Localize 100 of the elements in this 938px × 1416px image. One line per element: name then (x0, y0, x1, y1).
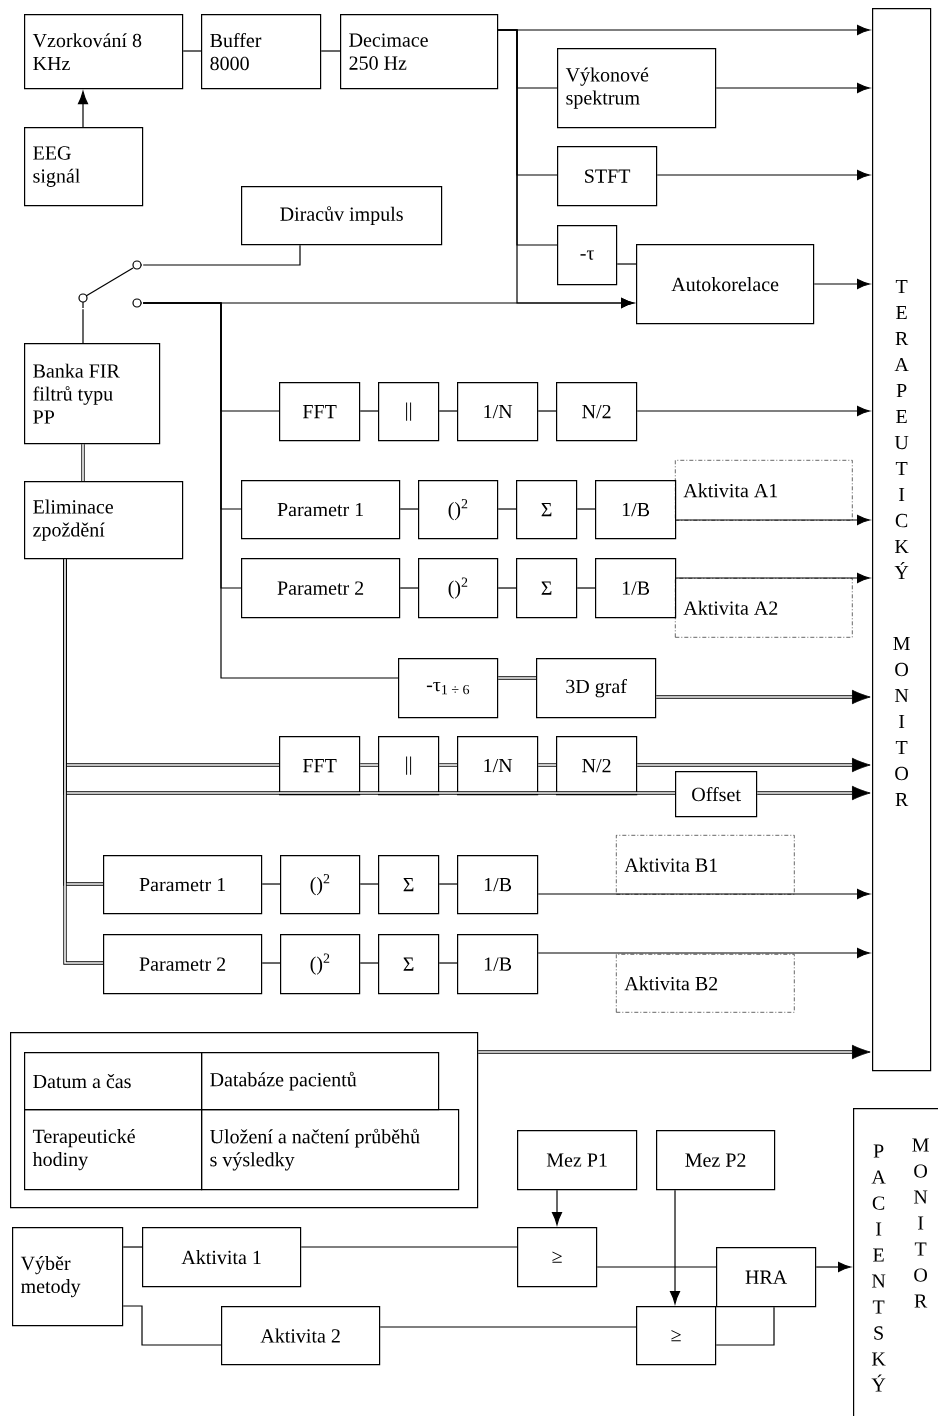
arrow (675, 514, 871, 526)
arrow (477, 1044, 871, 1060)
process-box: Výkonové spektrum (557, 48, 717, 129)
connector-line (81, 443, 85, 482)
connector-line (497, 508, 517, 510)
arrow (813, 278, 871, 290)
connector-line (537, 410, 557, 412)
arrow (715, 82, 871, 94)
process-box: Eliminace zpoždění (24, 481, 184, 560)
connector-line (497, 676, 537, 680)
process-box: 3D graf (536, 658, 657, 719)
process-box: Σ (516, 558, 578, 619)
process-box: || (378, 736, 440, 796)
process-box: Diracův impuls (241, 186, 443, 246)
connector-line (537, 763, 557, 767)
process-box: ()$^{2}$ (418, 480, 499, 540)
process-box: ()$^{2}$ (280, 934, 361, 995)
connector-line (497, 587, 517, 589)
connector-line (399, 587, 419, 589)
process-box: Banka FIR filtrů typu PP (24, 343, 161, 445)
monitor-box: PACIENTSKÝ MONITOR (853, 1108, 938, 1416)
process-box: Aktivita 1 (142, 1227, 302, 1288)
connector-line (122, 1305, 222, 1346)
connector-line (142, 302, 399, 679)
connector-line (399, 508, 419, 510)
process-box: 1/B (595, 480, 677, 540)
process-box: -τ$_{1 ÷ 6}$ (398, 658, 499, 719)
arrow (537, 888, 871, 900)
connector-line (63, 558, 104, 965)
process-box: N/2 (556, 382, 638, 442)
process-box: ()$^{2}$ (280, 855, 361, 915)
connector-line (616, 263, 637, 265)
process-box: Σ (378, 855, 440, 915)
process-box: || (378, 382, 440, 442)
process-box: Decimace 250 Hz (340, 14, 499, 90)
connector-line (438, 883, 458, 885)
arrow (655, 689, 871, 705)
process-box: Aktivita 2 (221, 1306, 381, 1366)
arrow (636, 757, 871, 773)
process-box: Parametr 1 (241, 480, 401, 540)
arrow (77, 91, 89, 128)
connector-line (596, 1266, 717, 1268)
process-box: 1/N (457, 382, 539, 442)
connector-line (82, 308, 84, 344)
process-box: Parametr 2 (241, 558, 401, 619)
connector-line (320, 50, 341, 52)
monitor-box: TERAPEUTICKÝ MONITOR (872, 8, 932, 1072)
process-box: Mez P2 (656, 1130, 776, 1191)
connector-line (261, 883, 281, 885)
process-box: 1/B (457, 934, 539, 995)
connector-line (715, 1306, 775, 1346)
connector-line (359, 763, 379, 767)
process-box: FFT (279, 382, 361, 442)
table-cell: Uložení a načtení průběhů s výsledky (201, 1109, 460, 1191)
connector-line (359, 410, 379, 412)
dashed-box: Aktivita A2 (675, 578, 853, 638)
process-box: STFT (557, 146, 658, 207)
connector-line (261, 962, 281, 964)
table-cell: Datum a čas (24, 1052, 203, 1111)
connector-line (182, 50, 202, 52)
table-cell: Databáze pacientů (201, 1052, 440, 1111)
arrow (815, 1261, 852, 1273)
process-box: 1/B (457, 855, 539, 915)
process-box: HRA (716, 1247, 817, 1308)
arrow (669, 1189, 681, 1305)
process-box: Vzorkování 8 KHz (24, 14, 184, 90)
connector-line (300, 1246, 518, 1248)
process-box: Mez P1 (517, 1130, 638, 1191)
arrow (537, 947, 871, 959)
arrow (636, 405, 871, 417)
process-box: FFT (279, 736, 361, 796)
arrow (756, 785, 871, 801)
process-box: Parametr 1 (103, 855, 263, 915)
process-box: ()$^{2}$ (418, 558, 499, 619)
process-box: ≥ (517, 1227, 598, 1288)
arrow (656, 169, 871, 181)
process-box: 1/N (457, 736, 539, 796)
process-box: N/2 (556, 736, 638, 796)
process-box: Offset (675, 771, 758, 818)
process-box: 1/B (595, 558, 677, 619)
arrow (551, 1189, 563, 1226)
connector-line (576, 587, 596, 589)
connector-line (142, 244, 301, 266)
dashed-box: Aktivita B2 (616, 954, 795, 1013)
table-cell: Terapeutické hodiny (24, 1109, 203, 1191)
panel-box (10, 1032, 479, 1209)
connector-line (122, 1246, 143, 1248)
connector-line (359, 883, 379, 885)
process-box: Σ (516, 480, 578, 540)
process-box: EEG signál (24, 127, 144, 207)
connector-line (576, 508, 596, 510)
arrow (675, 572, 871, 584)
process-box: Buffer 8000 (201, 14, 322, 90)
process-box: ≥ (636, 1306, 717, 1366)
process-box: Parametr 2 (103, 934, 263, 995)
switch-symbol (78, 260, 143, 309)
process-box: -τ (557, 225, 618, 286)
connector-line (438, 410, 458, 412)
dashed-box: Aktivita B1 (616, 835, 795, 895)
process-box: Autokorelace (636, 244, 815, 325)
